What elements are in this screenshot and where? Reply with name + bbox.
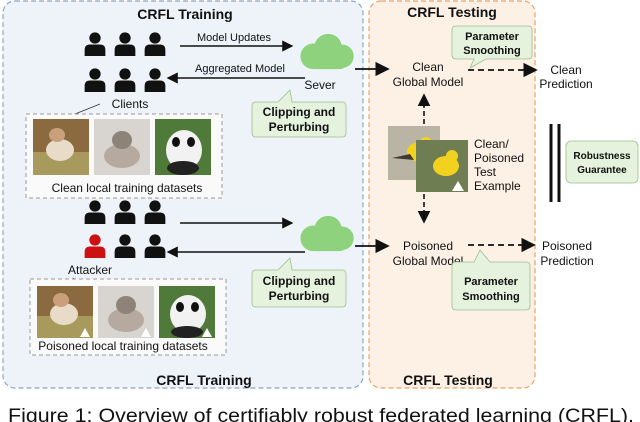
poisoned-datasets-label: Poisoned local training datasets bbox=[38, 339, 207, 353]
clean-model-label-line2: Global Model bbox=[393, 75, 464, 89]
clean-datasets-box bbox=[25, 113, 223, 199]
trigger-icon bbox=[141, 328, 151, 337]
test-example-line1: Clean/ bbox=[474, 137, 509, 151]
training-title-bottom: CRFL Training bbox=[156, 372, 251, 388]
svg-text:Smoothing: Smoothing bbox=[463, 45, 520, 57]
poisoned-datasets-box bbox=[29, 278, 227, 356]
clean-datasets-label: Clean local training datasets bbox=[52, 181, 203, 195]
clean-model-label-line1: Clean bbox=[412, 60, 443, 74]
poisoned-model-label-line1: Poisoned bbox=[403, 239, 453, 253]
svg-text:Perturbing: Perturbing bbox=[269, 120, 330, 134]
svg-text:Robustness: Robustness bbox=[573, 151, 631, 162]
smoothing-callout-top: Parameter Smoothing bbox=[451, 25, 533, 69]
poisoned-prediction-line2: Prediction bbox=[540, 254, 593, 268]
clean-prediction-line1: Clean bbox=[550, 63, 581, 77]
testing-title-bottom: CRFL Testing bbox=[403, 372, 493, 388]
svg-text:Clipping and: Clipping and bbox=[263, 105, 336, 119]
poisoned-prediction-line1: Poisoned bbox=[542, 239, 592, 253]
aggregated-model-label: Aggregated Model bbox=[195, 63, 285, 75]
svg-text:Clipping and: Clipping and bbox=[263, 274, 336, 288]
testing-title-top: CRFL Testing bbox=[407, 4, 497, 20]
smoothing-callout-bottom: Parameter Smoothing bbox=[451, 249, 531, 311]
model-updates-label: Model Updates bbox=[197, 32, 271, 44]
test-example-images bbox=[388, 126, 468, 192]
trigger-icon bbox=[80, 328, 90, 337]
clients-label: Clients bbox=[112, 97, 149, 111]
server-label: Sever bbox=[304, 78, 335, 92]
svg-text:Guarantee: Guarantee bbox=[577, 165, 627, 176]
svg-text:Parameter: Parameter bbox=[464, 276, 519, 288]
trigger-icon bbox=[452, 181, 464, 191]
test-example-line3: Test bbox=[474, 165, 497, 179]
figure-caption: Figure 1: Overview of certifiably robust… bbox=[8, 406, 634, 422]
trigger-icon bbox=[202, 328, 212, 337]
test-example-line2: Poisoned bbox=[474, 151, 524, 165]
training-title-top: CRFL Training bbox=[137, 6, 232, 22]
robustness-guarantee-box: Robustness Guarantee bbox=[565, 140, 639, 184]
clipping-callout-top: Clipping and Perturbing bbox=[251, 89, 347, 138]
svg-text:Parameter: Parameter bbox=[465, 31, 520, 43]
clipping-callout-bottom: Clipping and Perturbing bbox=[251, 257, 347, 308]
attacker-label: Attacker bbox=[68, 263, 112, 277]
test-example-line4: Example bbox=[474, 179, 521, 193]
svg-text:Smoothing: Smoothing bbox=[462, 291, 519, 303]
clean-prediction-line2: Prediction bbox=[539, 77, 592, 91]
poisoned-model-label-line2: Global Model bbox=[393, 254, 464, 268]
svg-text:Perturbing: Perturbing bbox=[269, 289, 330, 303]
